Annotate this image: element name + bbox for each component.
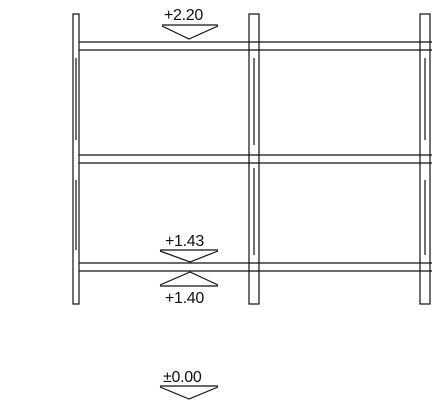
elevation-marker-upper-mid: +1.43 (159, 233, 219, 263)
elevation-marker-top: +2.20 (161, 7, 219, 40)
left-post (72, 13, 80, 305)
middle-beam (79, 154, 432, 164)
middle-post (248, 13, 260, 305)
elevation-label-upper-mid: +1.43 (165, 233, 204, 250)
elevation-label-ground: ±0.00 (163, 369, 202, 386)
top-beam (79, 41, 432, 51)
bottom-beam (79, 262, 432, 272)
elevation-marker-ground: ±0.00 (159, 369, 219, 400)
elevation-label-top: +2.20 (164, 7, 203, 24)
elevation-label-lower-mid: +1.40 (165, 290, 204, 307)
right-post (419, 13, 431, 305)
elevation-marker-lower-mid: +1.40 (159, 271, 219, 307)
